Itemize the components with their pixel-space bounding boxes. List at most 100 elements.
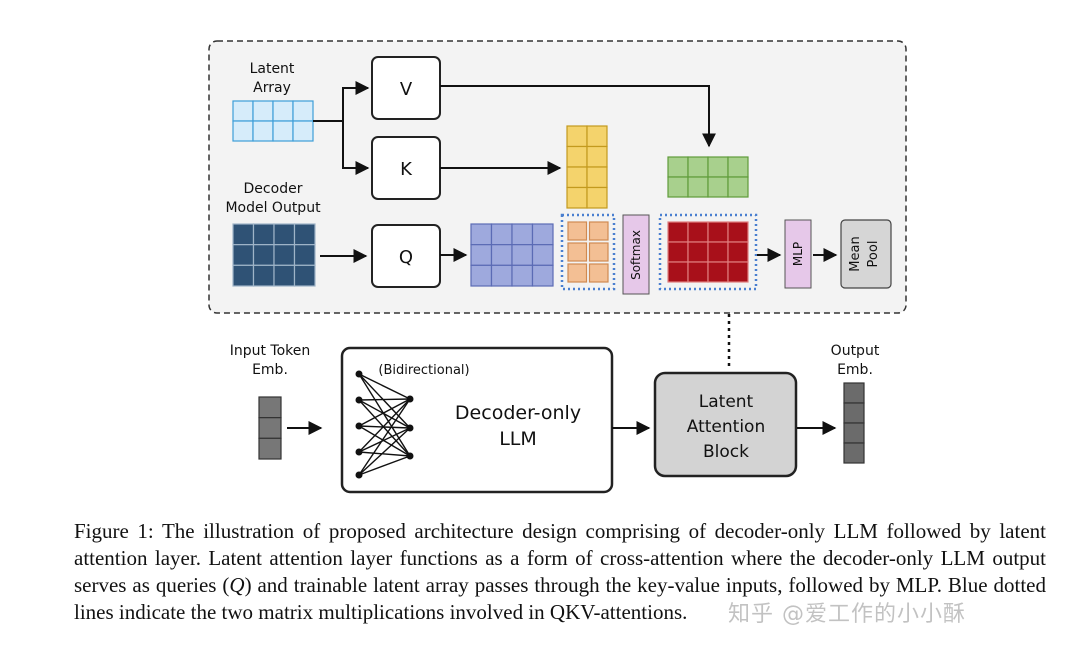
network-edge [358,399,411,457]
matrix-cell [843,382,865,404]
matrix-cell [687,156,709,178]
matrix-cell [667,156,689,178]
matrix-cell [586,186,608,209]
matrix-cell [490,264,513,287]
v-projection-box [371,56,441,120]
llm-label-2: LLM [499,428,537,450]
matrix-cell [273,244,296,266]
mean-pool-label-2: Pool [866,241,881,268]
network-edge [358,398,411,427]
llm-label: Decoder-only [455,402,581,424]
figure-caption: Figure 1: The illustration of proposed a… [74,518,1046,626]
bidirectional-label: (Bidirectional) [378,363,469,378]
matrix-cell [588,242,609,262]
architecture-diagram: Latent Array Decoder Model Output V K Q … [208,40,907,494]
network-edge [358,425,411,457]
input-token-label: Input Token [230,343,311,359]
bidirectional-network-icon [355,370,414,479]
matrix-cell [567,263,588,283]
decoder-output-label: Decoder [244,181,303,197]
matrix-cell [511,264,534,287]
caption-q-symbol: Q [229,573,245,597]
network-node [355,422,363,430]
network-edge [358,425,411,429]
network-edge [358,373,411,457]
key-matrix [566,125,608,209]
latent-attention-block [653,371,798,478]
network-node [406,424,414,432]
matrix-cell [707,176,729,198]
decoder-output-label-2: Model Output [225,200,321,216]
mlp-box [784,219,812,289]
matrix-cell [258,417,282,439]
matrix-cell [293,244,316,266]
matrix-cell [727,261,749,283]
matrix-cell [588,221,609,241]
input-token-label-2: Emb. [252,362,288,378]
latent-array-matrix [232,100,314,142]
network-edge [358,427,411,453]
network-edge [358,399,411,429]
input-token-embedding [258,396,282,460]
latent-array-label: Latent [250,61,295,77]
network-node [355,370,363,378]
matrix-cell [293,223,316,246]
matrix-cell [258,437,282,460]
matrix-cell [707,261,729,283]
matrix-cell [511,223,534,246]
watermark: 知乎 @爱工作的小小酥 [728,602,966,627]
network-edge [358,451,411,457]
matrix-cell [511,244,534,266]
network-edge [358,398,411,453]
output-label: Output [831,343,880,359]
network-node [355,396,363,404]
matrix-cell [567,242,588,262]
latent-attention-label-3: Block [703,442,749,462]
matrix-cell [470,223,493,246]
latent-array-label-2: Array [253,80,291,96]
matrix-cell [531,244,554,266]
matrix-cell [232,223,255,246]
k-label: K [400,159,413,180]
matrix-cell [588,263,609,283]
branch-to-k-arrow [342,121,370,175]
softmax-label: Softmax [629,230,643,280]
network-node [355,448,363,456]
output-label-2: Emb. [837,362,873,378]
network-edge [358,373,411,429]
matrix-cell [707,156,729,178]
latent-attention-label-2: Attention [687,417,765,437]
matrix-cell [252,264,275,287]
matrix-cell [272,100,294,122]
mean-pool-box [840,219,892,289]
v-label: V [400,79,413,100]
matrix-cell [667,221,689,243]
matrix-cell [727,241,749,263]
matrix-cell [292,120,314,142]
matrix-cell [707,241,729,263]
matrix-cell [566,186,588,209]
matrix-cell [707,221,729,243]
matrix-cell [490,244,513,266]
matrix-cell [273,223,296,246]
attention-output-matrix [667,221,749,283]
v-to-value-arrow [440,85,716,148]
matrix-cell [566,166,588,189]
matrix-cell [232,264,255,287]
matrix-cell [531,264,554,287]
matrix-cell [586,166,608,189]
matrix-cell [272,120,294,142]
matrix-cell [687,176,709,198]
matrix-cell [586,125,608,148]
matrix-cell [470,244,493,266]
caption-text-2: ) and trainable latent array passes thro… [74,573,1046,624]
matrix-cell [566,145,588,168]
decoder-output-matrix [232,223,316,287]
q-label: Q [399,247,413,268]
matrix-cell [843,442,865,464]
matrix-cell [232,244,255,266]
network-node [355,471,363,479]
caption-text-1: Figure 1: The illustration of proposed a… [74,519,1046,597]
value-matrix [667,156,749,198]
mean-pool-label: Mean [848,236,863,271]
